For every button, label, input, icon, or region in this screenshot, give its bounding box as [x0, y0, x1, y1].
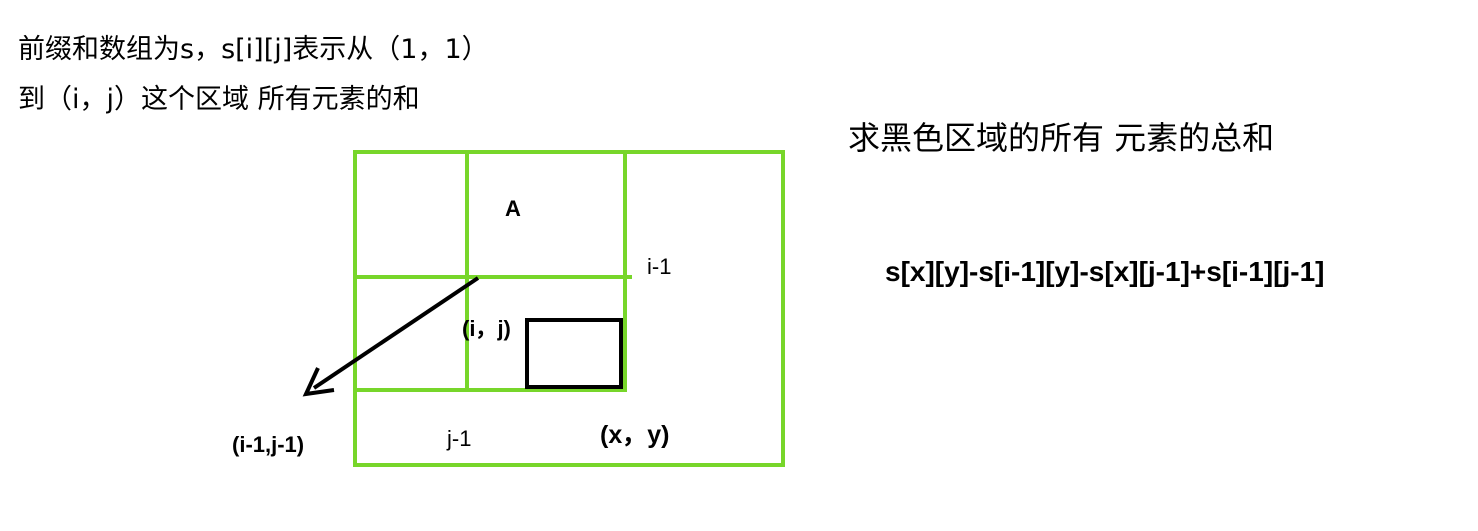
intro-line-2: 到（i，j）这个区域 所有元素的和	[18, 84, 420, 115]
label-a: A	[505, 196, 521, 221]
intro-line-1: 前缀和数组为s，s[i][j]表示从（1，1）	[18, 34, 489, 65]
green-grid	[353, 150, 785, 467]
label-i-j: (i，j)	[462, 316, 511, 341]
label-i-minus-1: i-1	[647, 254, 672, 279]
label-i-1-j-1: (i-1,j-1)	[232, 432, 305, 457]
label-x-y: (x，y)	[600, 421, 670, 449]
label-j-minus-1: j-1	[447, 426, 472, 451]
black-query-rectangle	[525, 318, 623, 389]
right-title: 求黑色区域的所有 元素的总和	[848, 119, 1275, 157]
arrow-to-i-1-j-1	[302, 276, 480, 397]
formula: s[x][y]-s[i-1][y]-s[x][j-1]+s[i-1][j-1]	[885, 256, 1325, 287]
outer-region-border	[353, 150, 785, 467]
